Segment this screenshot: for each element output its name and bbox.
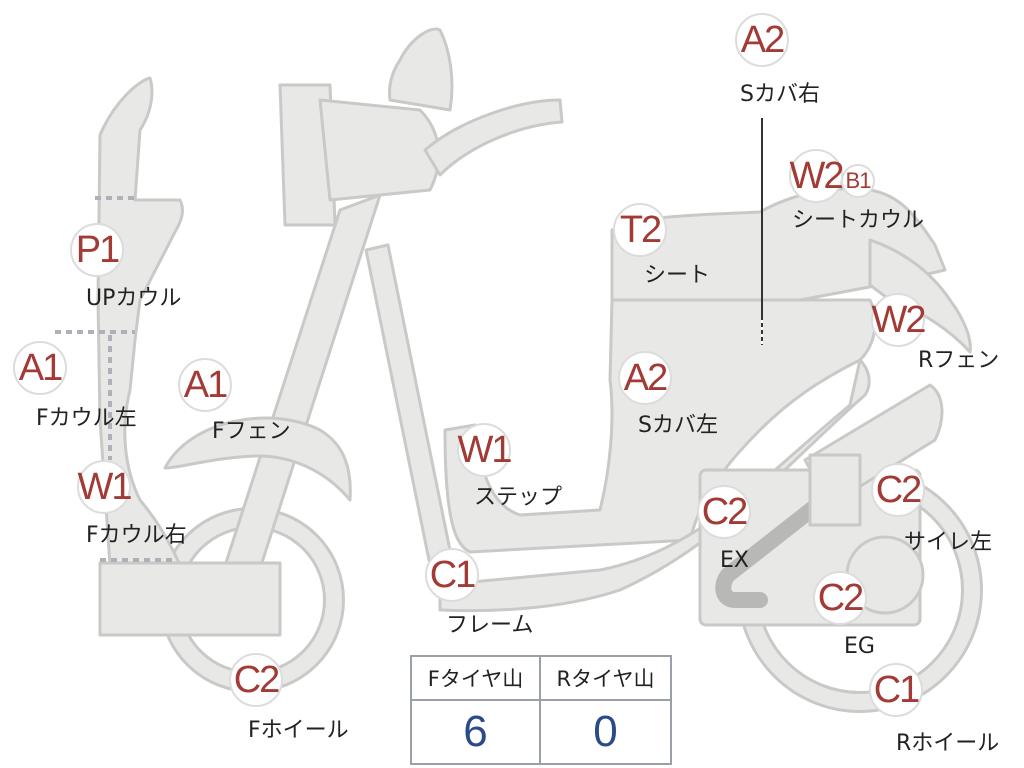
part-label: Rフェン <box>918 348 1000 373</box>
part-code-badge: W2 <box>871 293 927 347</box>
part-code-badge: A1 <box>13 341 67 395</box>
part-label: フレーム <box>446 613 534 638</box>
part-label: Fホイール <box>248 718 349 743</box>
part-label: UPカウル <box>86 286 182 311</box>
part-code-badge: W1 <box>457 423 513 477</box>
part-label: サイレ左 <box>904 530 993 555</box>
part-label: Fカウル右 <box>86 523 187 548</box>
part-label: シート <box>644 263 711 288</box>
front-tire-header: Fタイヤ山 <box>412 657 541 701</box>
part-label: Sカバ左 <box>638 413 718 438</box>
front-tire-value: 6 <box>412 701 541 763</box>
front-fork-shape <box>220 193 382 577</box>
down-tube-shape <box>364 243 454 567</box>
front-cowl-lower-shape <box>98 561 282 637</box>
part-code-badge: C1 <box>869 663 923 717</box>
rear-tire-value: 0 <box>593 707 618 756</box>
part-label: EX <box>720 548 749 573</box>
part-code-badge: A2 <box>735 13 789 67</box>
part-code-badge: P1 <box>70 223 124 277</box>
exhaust-pipe-shape <box>715 487 838 608</box>
part-code-badge: W1 <box>77 460 133 514</box>
mirror-shape <box>388 27 454 112</box>
front-fender-shape <box>163 416 352 502</box>
part-code-badge: C2 <box>813 571 867 625</box>
part-label: EG <box>844 634 875 659</box>
part-code-badge: A1 <box>178 358 232 412</box>
part-code-badge: C1 <box>425 548 479 602</box>
part-label: Fカウル左 <box>36 406 137 431</box>
part-code-badge: C2 <box>229 653 283 707</box>
part-label: Fフェン <box>212 419 291 444</box>
muffler-mount-shape <box>808 453 862 527</box>
part-code-badge: C2 <box>697 485 751 539</box>
part-label: Sカバ右 <box>740 82 820 107</box>
tire-tread-table: Fタイヤ山 Rタイヤ山 6 0 <box>410 655 672 765</box>
rear-tire-header: Rタイヤ山 <box>541 657 670 701</box>
part-code-badge: A2 <box>618 351 672 405</box>
handle-cover-shape <box>318 98 441 202</box>
part-label: ステップ <box>474 485 563 510</box>
part-label: Rホイール <box>896 731 1000 756</box>
part-label: シートカウル <box>792 208 925 233</box>
part-code-badge: C2 <box>871 463 925 517</box>
handlebar-shape <box>423 98 564 177</box>
part-code-badge: T2 <box>613 203 667 257</box>
part-code-badge: W2 <box>789 149 845 203</box>
part-code-badge-small: B1 <box>841 164 875 198</box>
